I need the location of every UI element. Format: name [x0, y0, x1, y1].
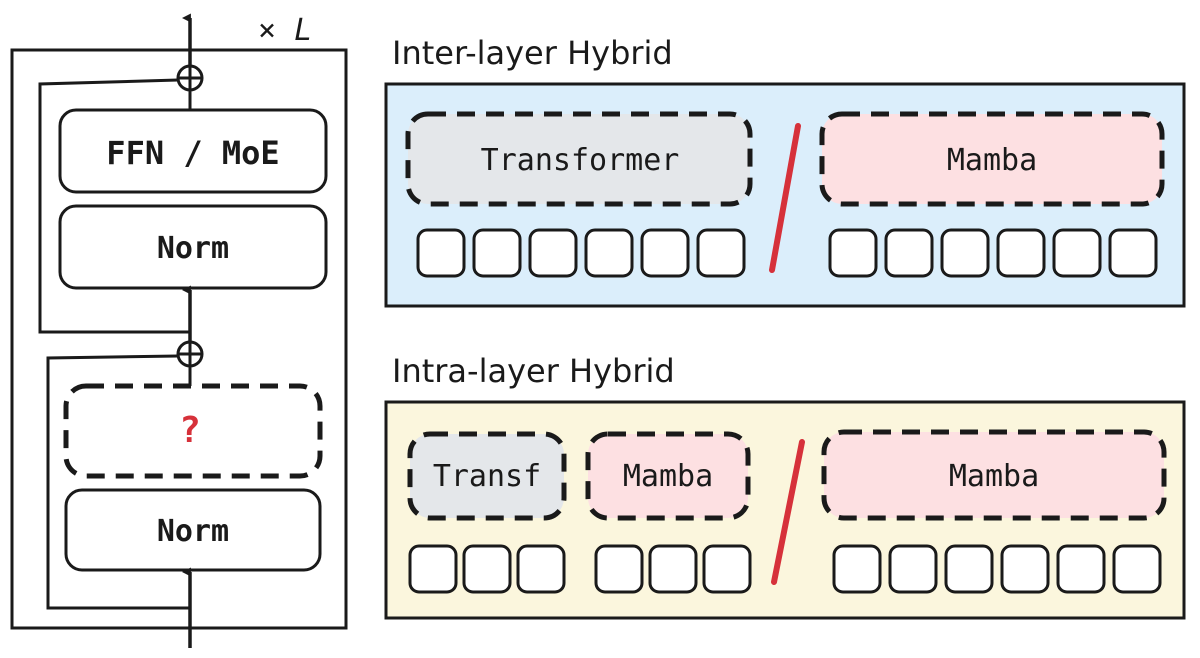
norm-block-lower — [64, 488, 322, 572]
residual-add-top — [176, 64, 204, 92]
token-square — [584, 228, 634, 278]
token-square — [832, 544, 882, 594]
token-square — [408, 544, 458, 594]
intra-layer-title: Intra-layer Hybrid — [392, 352, 675, 390]
token-square — [1056, 544, 1106, 594]
intra-transf-block — [407, 431, 567, 521]
norm-block-upper — [58, 204, 328, 290]
token-square — [516, 544, 566, 594]
token-square — [462, 544, 512, 594]
intra-mamba-block-small — [585, 431, 751, 521]
token-square — [528, 228, 578, 278]
intra-mamba-tokens — [832, 544, 1162, 594]
token-square — [944, 544, 994, 594]
intra-transf-tokens — [408, 544, 566, 594]
inter-mamba-label: Mamba — [947, 143, 1037, 178]
token-square — [416, 228, 466, 278]
inter-left-tokens — [416, 228, 746, 278]
token-square — [996, 228, 1046, 278]
inter-separator-slash — [769, 123, 801, 273]
token-square — [640, 228, 690, 278]
mixer-block — [63, 383, 323, 479]
repeat-label: × L — [258, 13, 312, 48]
token-square — [884, 228, 934, 278]
token-square — [648, 544, 698, 594]
token-square — [472, 228, 522, 278]
token-square — [1052, 228, 1102, 278]
inter-transformer-label: Transformer — [481, 143, 680, 178]
intra-mamba-tokens-small — [594, 544, 752, 594]
residual-skip-bottom — [46, 354, 190, 610]
block-diagram: × L FFN / MoE Norm ? — [10, 13, 348, 648]
block-frame — [10, 48, 348, 630]
token-square — [828, 228, 878, 278]
intra-mamba-label: Mamba — [949, 459, 1039, 494]
intra-transf-label: Transf — [433, 459, 541, 494]
token-square — [888, 544, 938, 594]
intra-separator-slash — [771, 439, 805, 585]
inter-layer-title: Inter-layer Hybrid — [392, 34, 673, 72]
ffn-moe-label: FFN / MoE — [106, 134, 279, 172]
token-square — [1108, 228, 1158, 278]
norm-label-lower: Norm — [157, 514, 229, 549]
inter-transformer-block — [405, 111, 753, 207]
intra-mamba-block — [821, 429, 1167, 521]
token-square — [702, 544, 752, 594]
residual-add-bottom — [176, 340, 204, 368]
inter-right-tokens — [828, 228, 1158, 278]
inter-mamba-block — [819, 111, 1165, 207]
token-square — [1112, 544, 1162, 594]
intra-mamba-label-small: Mamba — [623, 459, 713, 494]
ffn-moe-block — [58, 108, 328, 194]
token-square — [594, 544, 644, 594]
token-square — [940, 228, 990, 278]
token-square — [696, 228, 746, 278]
mixer-label: ? — [179, 410, 201, 451]
inter-layer-panel: Inter-layer Hybrid Transformer Mamba — [384, 34, 1186, 308]
token-square — [1000, 544, 1050, 594]
residual-skip-top — [38, 78, 190, 334]
intra-layer-panel: Intra-layer Hybrid Transf Mamba Mamba — [384, 352, 1186, 620]
norm-label-upper: Norm — [157, 231, 229, 266]
